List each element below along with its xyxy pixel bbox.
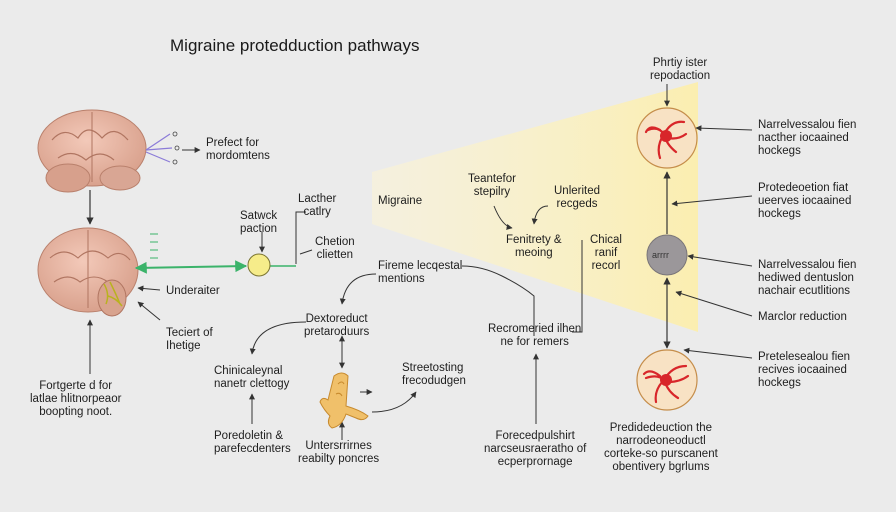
label-untersrrirnes: Untersrrirnes reabilty poncres [298, 440, 380, 465]
label-streetosting: Streetosting frecodudgen [402, 362, 466, 387]
label-prefect: Prefect for mordomtens [206, 137, 270, 162]
label-underaiter: Underaiter [166, 285, 220, 297]
label-recrometed: Recromeried ilhen ne for remers [488, 323, 582, 348]
label-migraine: Migraine [378, 195, 423, 207]
label-predidedeuction: Predidedeuction the narrodeoneoductl cor… [604, 422, 718, 473]
gray-node-icon [646, 234, 688, 276]
label-preteleesalou: Pretelesealou fien recives iocaained hoc… [758, 351, 851, 389]
label-chinicale: Chinicaleynal nanetr clettogy [214, 365, 290, 390]
label-chetion: Chetion clietten [315, 236, 355, 261]
label-fortgerte: Fortgerte d for latlae hlitnorpeaor boop… [30, 380, 122, 418]
label-nanrelvessalou-1: Narrelvessalou fien nacther iocaained ho… [758, 119, 857, 157]
label-chical: Chical ranif recorl [590, 234, 622, 272]
neuron-node-top-icon [636, 107, 698, 169]
label-forecedpul: Forecedpulshirt narcseusraeratho of ecpe… [484, 430, 587, 468]
label-poredoletin: Poredoletin & parefecdenters [214, 430, 291, 455]
label-teantefor: Teantefor stepilry [468, 173, 516, 198]
brain-middle-icon [37, 227, 139, 317]
label-top-right-title: Phrtiy ister repodaction [650, 57, 711, 82]
green-connector [134, 260, 248, 274]
label-unlerited: Unlerited recgeds [554, 185, 601, 210]
label-protedeoetion: Protedeoetion fiat ueerves iocaained hoc… [758, 182, 852, 220]
signal-rays-icon [145, 133, 173, 163]
label-teciert: Teciert of Ihetige [166, 327, 213, 352]
label-marclor: Marclor reduction [758, 311, 847, 323]
signal-marks-icon [150, 233, 158, 259]
label-fenitrety: Fenitrety & meoing [506, 234, 562, 259]
label-satwick: Satwck paction [240, 210, 278, 235]
diagram-title: Migraine protedduction pathways [170, 36, 420, 55]
migraine-funnel [372, 82, 698, 332]
brain-top-icon [37, 109, 147, 193]
label-nanrelvessalou-2: Narrelvessalou fien hediwed dentuslon na… [758, 259, 857, 297]
neuron-node-bottom-icon [636, 349, 698, 411]
label-fireme: Fireme lecqestal mentions [378, 260, 463, 285]
root-icon [319, 372, 369, 429]
label-lacther: Lacther catlry [298, 193, 337, 218]
label-dextored: Dextoreduct pretaroduurs [304, 313, 370, 338]
gray-node-label: arrrr [652, 250, 669, 260]
yellow-node [247, 253, 271, 277]
